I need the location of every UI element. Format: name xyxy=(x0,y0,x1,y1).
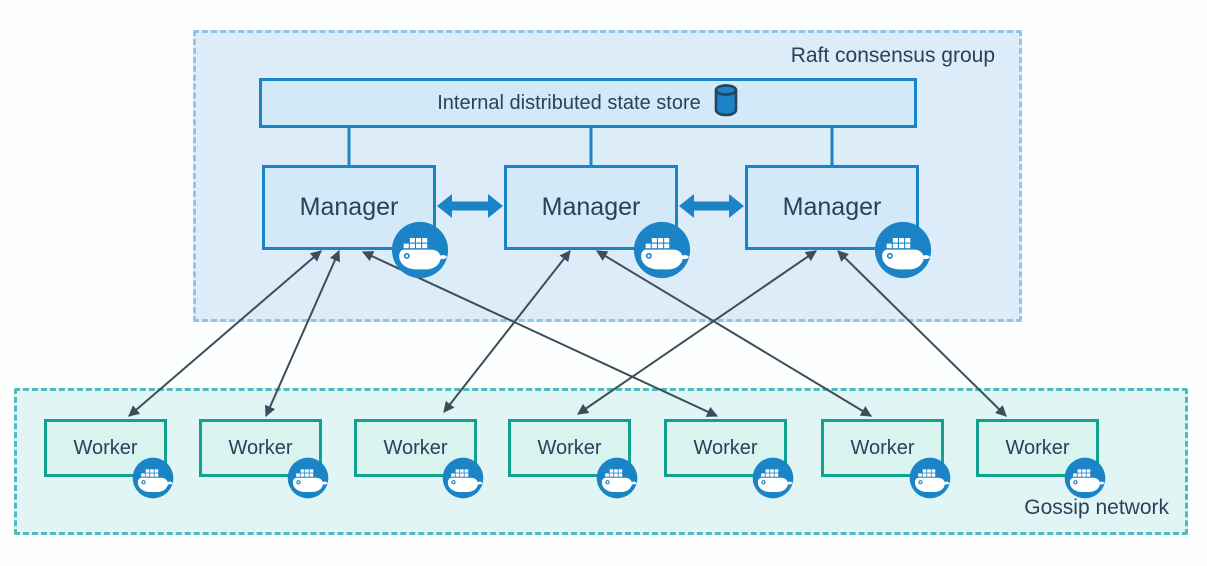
manager-1-node: Manager xyxy=(262,165,449,279)
docker-whale-icon xyxy=(1064,457,1106,499)
link-manager-1-worker-2 xyxy=(264,249,341,418)
docker-whale-icon xyxy=(596,457,638,499)
state-store-label: Internal distributed state store xyxy=(437,91,701,114)
link-manager-3-worker-4 xyxy=(577,250,817,415)
manager-3-label: Manager xyxy=(782,193,882,221)
worker-6-label: Worker xyxy=(850,436,915,459)
worker-2-label: Worker xyxy=(228,436,293,459)
docker-whale-icon xyxy=(874,221,932,279)
worker-5-node: Worker xyxy=(664,419,794,499)
worker-3-label: Worker xyxy=(383,436,448,459)
worker-1-node: Worker xyxy=(44,419,174,499)
link-manager-3-worker-7 xyxy=(837,250,1007,417)
docker-whale-icon xyxy=(132,457,174,499)
state-store-box: Internal distributed state store xyxy=(259,78,917,128)
docker-whale-icon xyxy=(391,221,449,279)
gossip-group-label: Gossip network xyxy=(1024,496,1169,519)
manager-3-node: Manager xyxy=(745,165,932,279)
worker-5-label: Worker xyxy=(693,436,758,459)
manager-2-label: Manager xyxy=(541,193,641,221)
docker-whale-icon xyxy=(442,457,484,499)
worker-3-node: Worker xyxy=(354,419,484,499)
docker-whale-icon xyxy=(287,457,329,499)
worker-2-node: Worker xyxy=(199,419,329,499)
worker-6-node: Worker xyxy=(821,419,951,499)
docker-whale-icon xyxy=(633,221,691,279)
docker-whale-icon xyxy=(752,457,794,499)
worker-1-label: Worker xyxy=(73,436,138,459)
link-manager-1-worker-1 xyxy=(128,250,322,417)
peer-link-manager-2-manager-3 xyxy=(679,194,744,218)
worker-7-label: Worker xyxy=(1005,436,1070,459)
manager-2-node: Manager xyxy=(504,165,691,279)
link-manager-2-worker-3 xyxy=(443,250,571,413)
worker-7-node: Worker xyxy=(976,419,1106,499)
worker-4-node: Worker xyxy=(508,419,638,499)
docker-whale-icon xyxy=(909,457,951,499)
peer-link-manager-1-manager-2 xyxy=(437,194,503,218)
raft-group-label: Raft consensus group xyxy=(790,44,995,67)
database-cylinder-icon xyxy=(713,83,739,123)
manager-1-label: Manager xyxy=(299,193,399,221)
worker-4-label: Worker xyxy=(537,436,602,459)
